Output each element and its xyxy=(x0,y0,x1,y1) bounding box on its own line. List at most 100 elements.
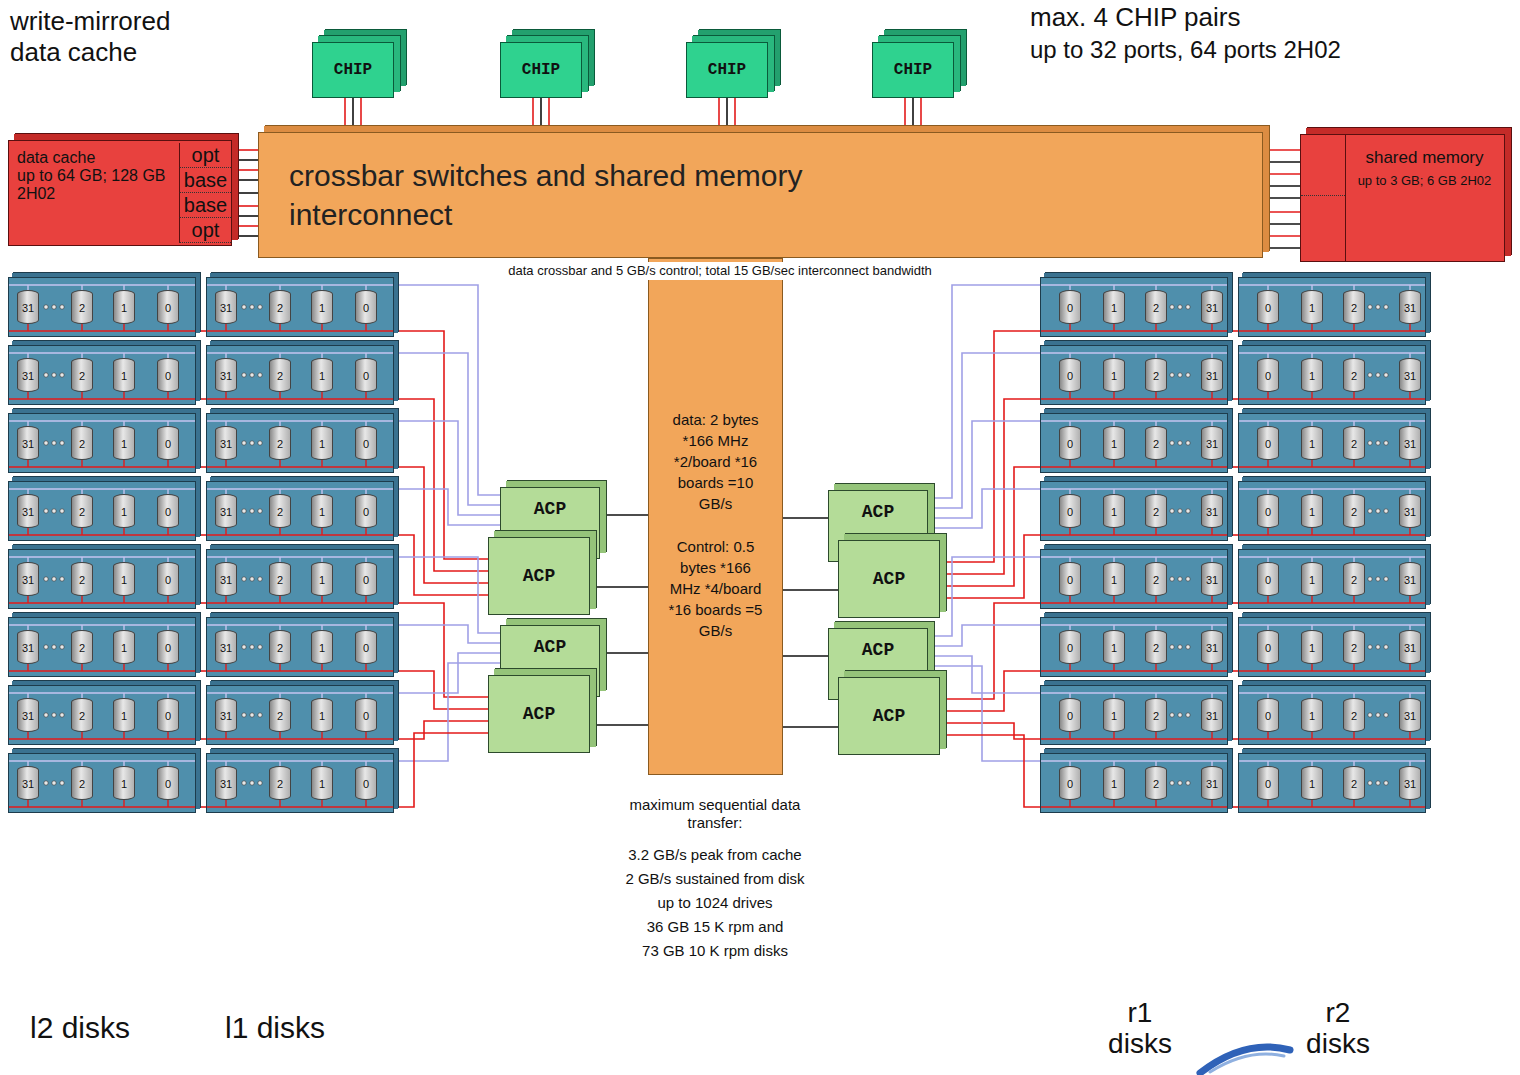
disk-number: 2 xyxy=(1343,494,1365,528)
disk-number: 2 xyxy=(1145,766,1167,800)
disk-number: 0 xyxy=(157,562,179,596)
disk-number: 2 xyxy=(71,698,93,732)
disk-number: 0 xyxy=(355,698,377,732)
box-title: ACP xyxy=(534,637,566,657)
bus-connector xyxy=(600,514,648,516)
disk-number: 1 xyxy=(113,358,135,392)
slot-label: opt xyxy=(192,219,220,242)
box-title: ACP xyxy=(873,706,905,726)
disk-tray: 31210 xyxy=(8,345,196,405)
bus-connector xyxy=(590,586,648,588)
disk-number: 2 xyxy=(269,290,291,324)
disk-number: 31 xyxy=(1399,630,1421,664)
disk-number: 2 xyxy=(269,630,291,664)
note-text: max. 4 CHIP pairs xyxy=(1030,2,1510,33)
bus-connector xyxy=(928,353,1040,508)
bus-connector xyxy=(1228,330,1238,332)
disk-number: 31 xyxy=(17,494,39,528)
disk-number: 2 xyxy=(269,562,291,596)
box-title: ACP xyxy=(862,640,894,660)
disk-tray: 01231 xyxy=(1238,413,1426,473)
disk-tray: 01231 xyxy=(1238,345,1426,405)
disk-number: 31 xyxy=(1201,494,1223,528)
disk-number: 1 xyxy=(1301,766,1323,800)
disk-number: 0 xyxy=(1059,562,1081,596)
disk-number: 31 xyxy=(17,698,39,732)
bus-connector xyxy=(394,625,500,643)
bus-connector xyxy=(196,806,206,808)
disk-number: 0 xyxy=(157,698,179,732)
disk-tray: 31210 xyxy=(206,753,394,813)
disk-tray: 01231 xyxy=(1040,685,1228,745)
slot-label: base xyxy=(184,169,227,192)
disk-number: 0 xyxy=(1059,766,1081,800)
disk-tray: 31210 xyxy=(206,685,394,745)
disk-number: 1 xyxy=(1103,494,1125,528)
transfer-note: maximum sequential data transfer: xyxy=(615,796,815,832)
disk-number: 31 xyxy=(1201,290,1223,324)
disk-tray: 01231 xyxy=(1238,277,1426,337)
bus-connector xyxy=(928,656,1040,693)
disk-number: 31 xyxy=(215,562,237,596)
disk-group-label: r2 disks xyxy=(1296,998,1380,1060)
disk-number: 2 xyxy=(1145,630,1167,664)
disk-tray: 31210 xyxy=(8,617,196,677)
shared-memory-box: shared memoryup to 3 GB; 6 GB 2H02 xyxy=(1300,134,1505,262)
drive-note: 36 GB 15 K rpm and xyxy=(565,918,865,936)
disk-group-label: l1 disks xyxy=(225,1010,405,1046)
disk-tray: 31210 xyxy=(206,277,394,337)
disk-number: 2 xyxy=(1343,698,1365,732)
disk-number: 2 xyxy=(1343,562,1365,596)
disk-number: 0 xyxy=(355,358,377,392)
disk-number: 1 xyxy=(311,358,333,392)
bandwidth-note: data crossbar and 5 GB/s control; total … xyxy=(500,262,940,280)
disk-number: 1 xyxy=(1103,426,1125,460)
bus-connector xyxy=(196,670,206,672)
bus-connector xyxy=(196,534,206,536)
disk-number: 0 xyxy=(355,494,377,528)
disk-number: 31 xyxy=(17,630,39,664)
bus-connector xyxy=(783,589,838,591)
bus-connector xyxy=(394,399,488,571)
disk-number: 0 xyxy=(1257,426,1279,460)
shared-memory-bus-lines xyxy=(1263,150,1300,248)
disk-number: 31 xyxy=(17,290,39,324)
disk-number: 1 xyxy=(1301,494,1323,528)
box-title: ACP xyxy=(862,502,894,522)
chip-box: CHIP xyxy=(312,42,394,98)
disk-number: 31 xyxy=(215,766,237,800)
disk-number: 0 xyxy=(1257,698,1279,732)
acp-box: ACP xyxy=(838,540,940,618)
disk-number: 0 xyxy=(157,358,179,392)
bus-connector xyxy=(1228,670,1238,672)
transfer-note: 2 GB/s sustained from disk xyxy=(565,870,865,888)
disk-number: 1 xyxy=(113,766,135,800)
box-title: CHIP xyxy=(708,61,746,79)
box-title: CHIP xyxy=(334,61,372,79)
disk-number: 0 xyxy=(157,766,179,800)
disk-number: 1 xyxy=(311,698,333,732)
disk-tray: 01231 xyxy=(1040,617,1228,677)
bus-connector xyxy=(196,738,206,740)
bus-connector xyxy=(1228,398,1238,400)
disk-number: 31 xyxy=(1201,358,1223,392)
disk-number: 31 xyxy=(215,698,237,732)
bus-connector xyxy=(394,421,500,515)
box-title: data: 2 bytes *166 MHz *2/board *16 boar… xyxy=(665,409,766,514)
box-title: data cache xyxy=(17,149,173,167)
disk-number: 1 xyxy=(1103,358,1125,392)
disk-number: 2 xyxy=(269,358,291,392)
disk-number: 2 xyxy=(1145,426,1167,460)
cache-slot: base xyxy=(179,168,231,193)
bus-connector xyxy=(352,98,354,132)
bus-connector xyxy=(940,603,1040,699)
bus-connector xyxy=(1228,534,1238,536)
bus-connector xyxy=(394,603,488,697)
bus-connector xyxy=(394,557,500,633)
disk-number: 1 xyxy=(1301,698,1323,732)
note-text: up to 32 ports, 64 ports 2H02 xyxy=(1030,36,1510,65)
bus-connector xyxy=(940,467,1040,586)
bus-connector xyxy=(394,535,488,595)
disk-number: 1 xyxy=(1301,358,1323,392)
